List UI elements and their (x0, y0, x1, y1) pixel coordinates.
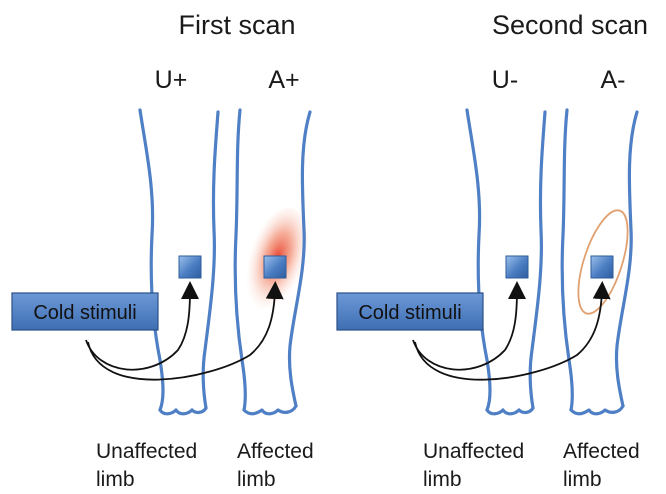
affected-caption-line2: limb (237, 468, 276, 491)
stimulus-square-right (264, 256, 286, 278)
stimulus-square-left (506, 256, 528, 278)
affected-caption-line1: Affected (237, 440, 314, 463)
right-condition-label: A+ (268, 66, 299, 94)
affected-caption-line2: limb (563, 468, 602, 491)
panel-title: First scan (178, 10, 295, 40)
right-condition-label: A- (601, 66, 626, 94)
stimulus-square-left (179, 256, 201, 278)
cold-stimuli-box: Cold stimuli (337, 293, 483, 330)
affected-caption-line1: Affected (563, 440, 640, 463)
cold-stimuli-box: Cold stimuli (12, 293, 158, 330)
panel-first-scan: First scan U+ A+ Cold stimuli Unaffected… (12, 10, 320, 491)
unaffected-caption-line2: limb (423, 468, 462, 491)
unaffected-caption-line2: limb (96, 468, 135, 491)
left-condition-label: U+ (155, 66, 188, 94)
stimulus-square-right (591, 256, 613, 278)
panel-title: Second scan (492, 10, 648, 40)
unaffected-caption-line1: Unaffected (96, 440, 197, 463)
unaffected-caption-line1: Unaffected (423, 440, 524, 463)
cold-stimuli-label: Cold stimuli (358, 302, 461, 324)
panel-second-scan: Second scan U- A- Cold stimuli Unaffecte… (337, 10, 648, 491)
left-condition-label: U- (492, 66, 518, 94)
cold-stimuli-label: Cold stimuli (33, 302, 136, 324)
